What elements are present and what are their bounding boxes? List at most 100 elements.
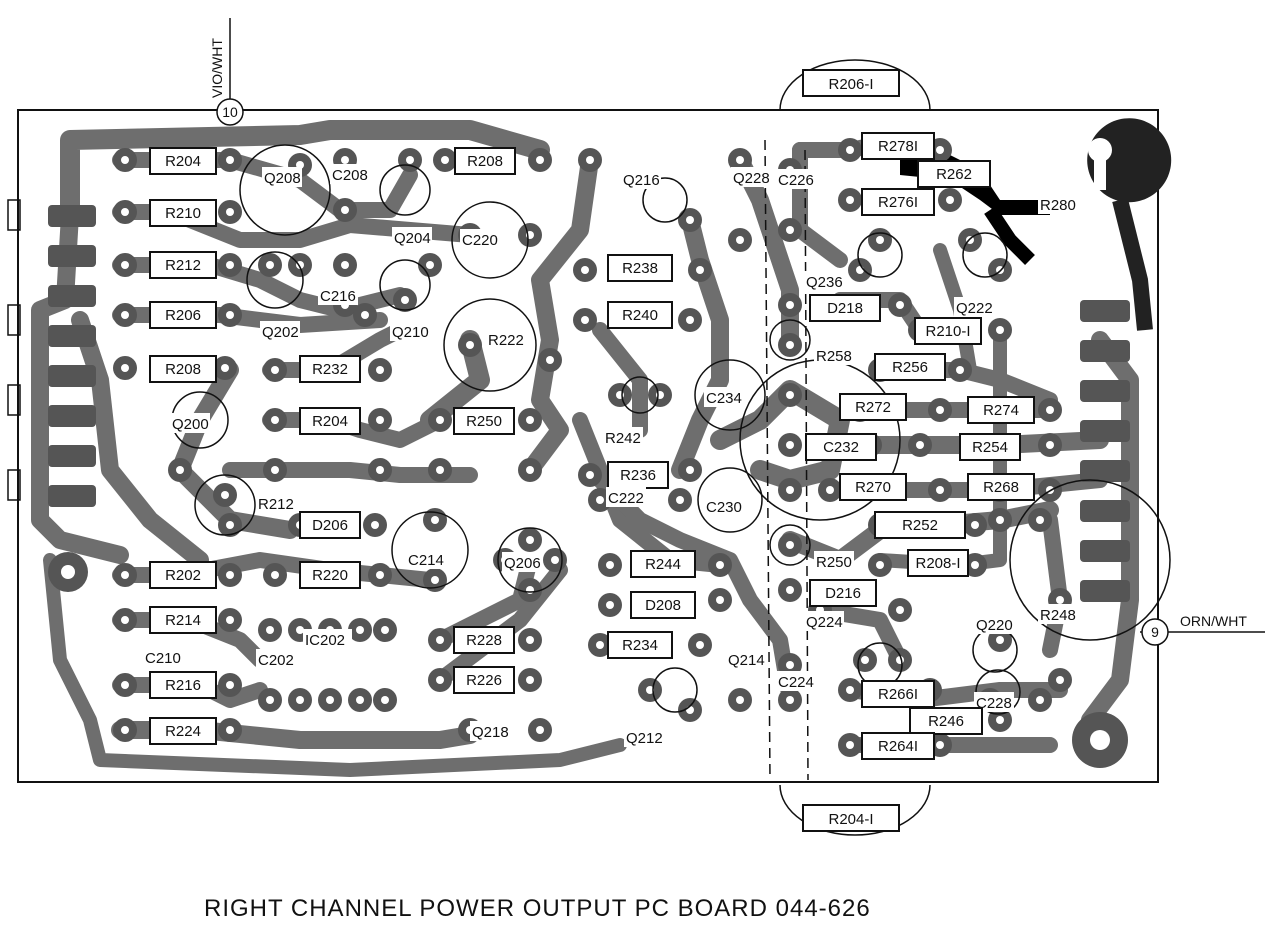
component-q212: Q212 [624,727,664,747]
component-r254: R254 [959,433,1021,461]
component-outlines [171,144,1171,715]
component-label: Q218 [472,724,509,741]
component-label: C208 [332,167,368,184]
component-label: R238 [622,260,658,277]
component-label: R250 [816,554,852,571]
callout-bottom: R204-I [802,804,900,832]
component-q200: Q200 [170,413,210,433]
component-r266i: R266I [861,680,935,708]
component-label: R208 [467,153,503,170]
component-r280: R280 [1038,194,1078,214]
component-c226: C226 [776,169,816,189]
board-outline [17,109,1159,783]
component-r208: R208 [454,147,516,175]
component-c234: C234 [704,387,744,407]
component-label: R248 [1040,607,1076,624]
component-r214: R214 [149,606,217,634]
component-q206: Q206 [502,552,542,572]
component-label: C202 [258,652,294,669]
component-label: R242 [605,430,641,447]
component-r206: R206 [149,301,217,329]
component-label: Q236 [806,274,843,291]
component-c222: C222 [606,487,646,507]
component-r216: R216 [149,671,217,699]
component-q210: Q210 [390,321,430,341]
component-q224: Q224 [804,611,844,631]
component-r210-i: R210-I [914,317,982,345]
component-q214: Q214 [726,649,766,669]
component-label: C228 [976,695,1012,712]
component-label: R244 [645,556,681,573]
component-label: R220 [312,567,348,584]
component-label: R270 [855,479,891,496]
component-r208: R208 [149,355,217,383]
component-label: R210-I [925,323,970,340]
component-c232: C232 [805,433,877,461]
component-label: R254 [972,439,1008,456]
component-label: R274 [983,402,1019,419]
component-r212: R212 [256,493,296,513]
component-label: R236 [620,467,656,484]
component-label: R276I [878,194,918,211]
component-label: D218 [827,300,863,317]
component-q218: Q218 [470,721,510,741]
component-r270: R270 [839,473,907,501]
component-label: R204 [165,153,201,170]
component-label: C214 [408,552,444,569]
connector-9-wire: ORN/WHT [1180,613,1247,629]
component-label: Q210 [392,324,429,341]
component-label: C210 [145,650,181,667]
callout-top: R206-I [802,69,900,97]
component-q202: Q202 [260,321,300,341]
component-label: R202 [165,567,201,584]
solder-pads [113,138,1072,757]
component-label: Q224 [806,614,843,631]
component-c224: C224 [776,671,816,691]
component-label: Q214 [728,652,765,669]
component-r244: R244 [630,550,696,578]
component-label: R272 [855,399,891,416]
component-label: R252 [902,517,938,534]
component-r268: R268 [967,473,1035,501]
component-r276i: R276I [861,188,935,216]
component-d206: D206 [299,511,361,539]
component-label: D216 [825,585,861,602]
component-label: R212 [165,257,201,274]
dashed-callouts [764,59,931,836]
component-q222: Q222 [954,297,994,317]
component-label: R246 [928,713,964,730]
component-labels: R204R210R212R206R208R202R214R216R224Q208… [143,132,1078,760]
component-r226: R226 [453,666,515,694]
component-r222: R222 [486,329,526,349]
component-c220: C220 [460,229,500,249]
component-r242: R242 [603,427,643,447]
connector-9: 9 ORN/WHT [1140,613,1265,646]
component-label: D206 [312,517,348,534]
component-r240: R240 [607,301,673,329]
component-label: R234 [622,637,658,654]
component-d216: D216 [809,579,877,607]
component-r250: R250 [453,407,515,435]
component-r232: R232 [299,355,361,383]
component-q204: Q204 [392,227,432,247]
edge-pads-right [1080,300,1130,602]
component-label: R240 [622,307,658,324]
component-label: R232 [312,361,348,378]
component-label: IC202 [305,632,345,649]
connector-10-number: 10 [222,104,238,120]
component-r202: R202 [149,561,217,589]
component-label: R208 [165,361,201,378]
component-r262: R262 [917,160,991,188]
component-r256: R256 [874,353,946,381]
component-c228: C228 [974,692,1014,712]
component-label: Q228 [733,170,770,187]
component-r204: R204 [149,147,217,175]
component-r258: R258 [814,345,854,365]
component-label: R208-I [915,555,960,572]
connector-9-number: 9 [1151,624,1159,640]
component-label: R268 [983,479,1019,496]
edge-pads-left [48,205,96,507]
component-r236: R236 [607,461,669,489]
component-label: Q204 [394,230,431,247]
component-c214: C214 [406,549,446,569]
